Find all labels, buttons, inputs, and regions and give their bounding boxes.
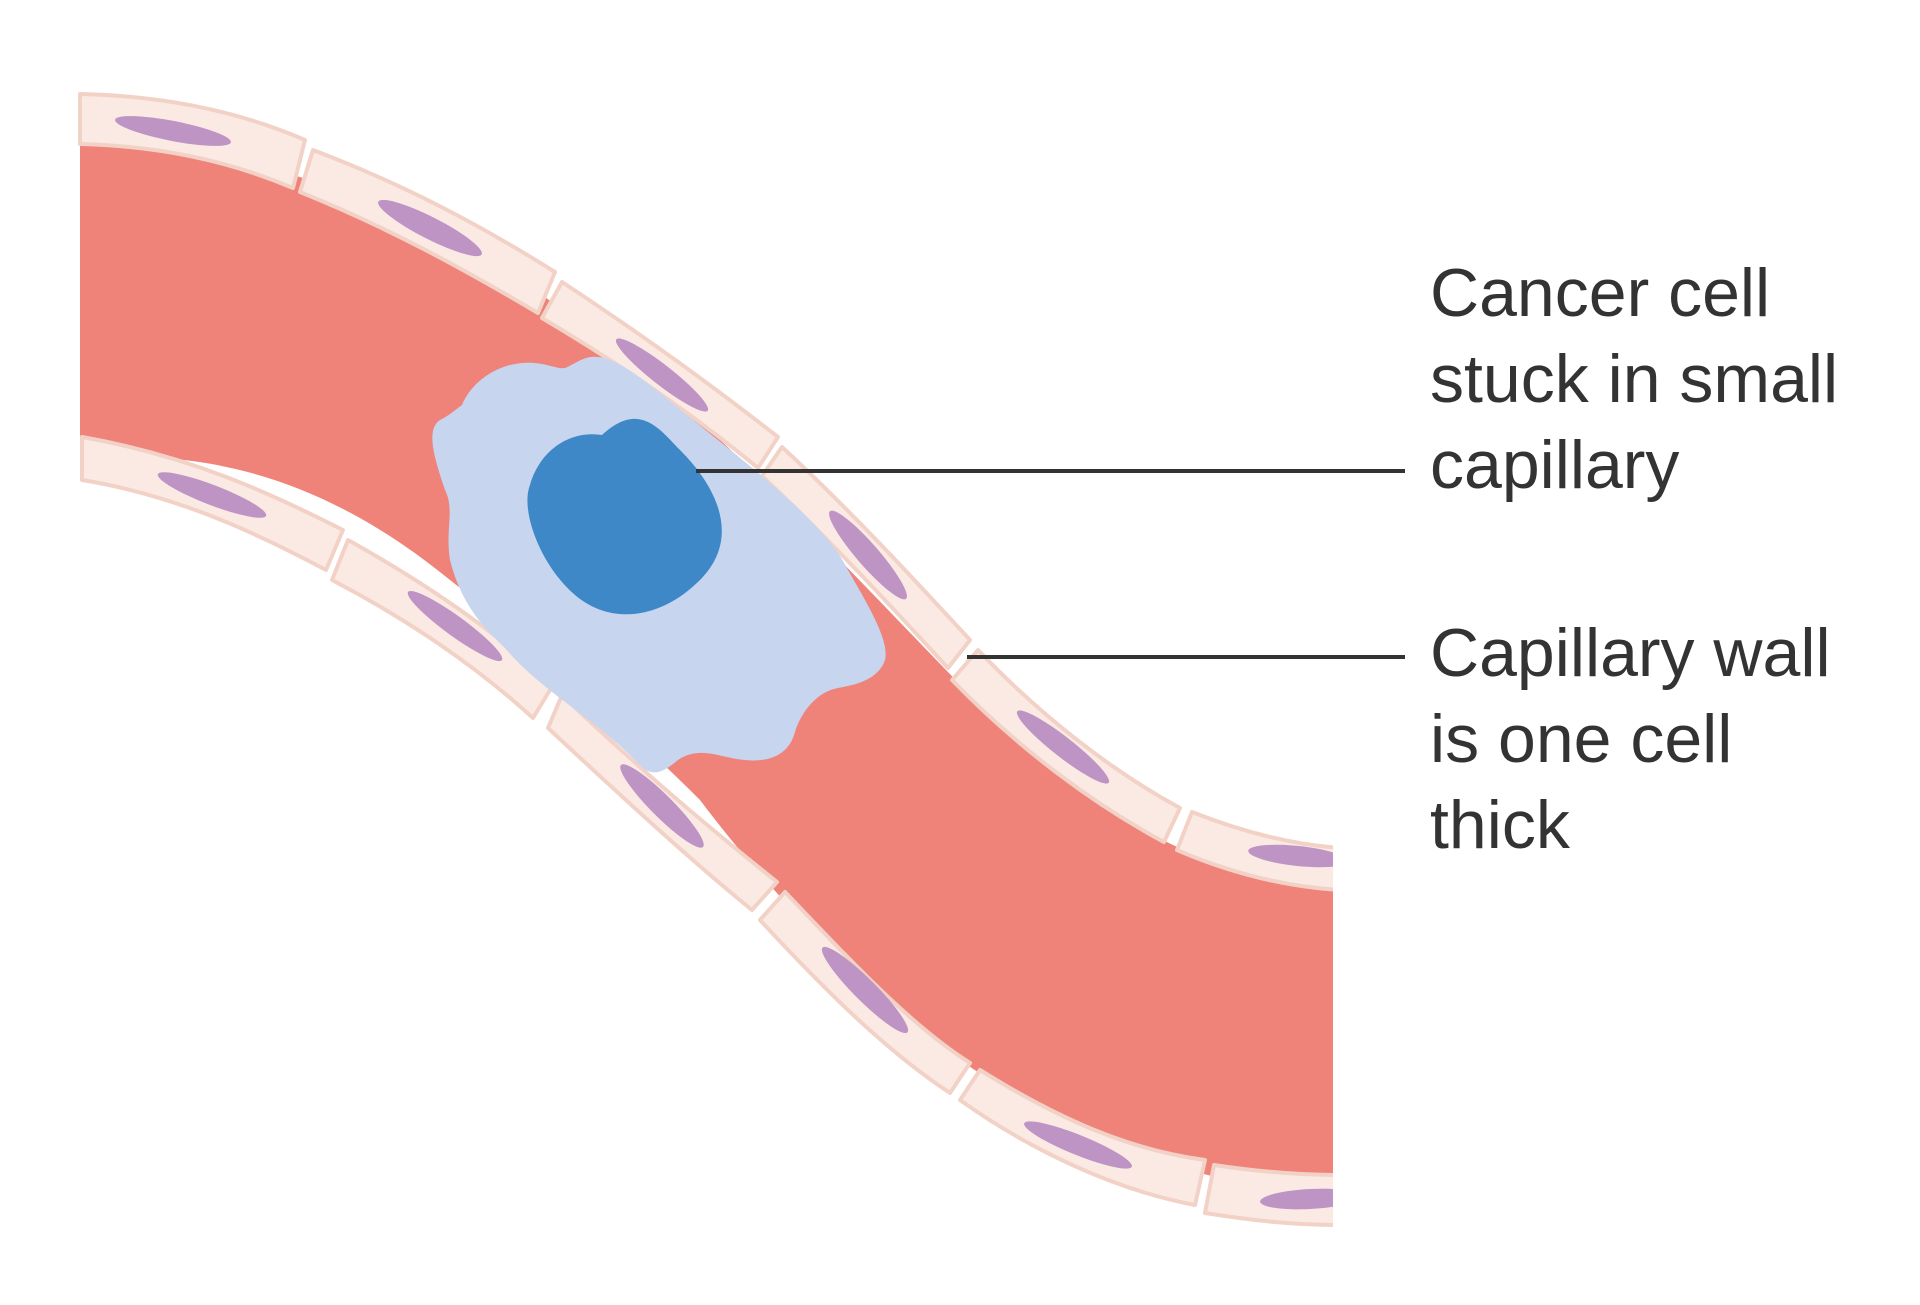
- endothelial-nucleus: [1016, 710, 1110, 784]
- cancer-cell-label-line-1: Cancer cell: [1430, 255, 1771, 331]
- endothelial-nucleus: [378, 199, 482, 257]
- wall-cell: [1203, 1163, 1333, 1227]
- endothelial-nucleus: [407, 590, 503, 662]
- endothelial-nucleus: [829, 510, 907, 600]
- upper-capillary-wall: [78, 92, 1333, 892]
- endothelial-nucleus: [1248, 844, 1333, 868]
- capillary-wall-label-line-3: thick: [1430, 787, 1570, 863]
- endothelial-nucleus: [115, 116, 231, 146]
- cancer-cell-label: Cancer cell stuck in small capillary: [1430, 250, 1900, 508]
- endothelial-nucleus: [821, 946, 909, 1034]
- lower-capillary-wall: [80, 435, 1333, 1227]
- capillary-wall-label: Capillary wall is one cell thick: [1430, 610, 1900, 868]
- cancer-cell-nucleus: [527, 418, 722, 615]
- endothelial-nucleus: [1260, 1188, 1333, 1210]
- endothelial-nucleus: [620, 764, 704, 848]
- cancer-cell: [432, 356, 886, 773]
- cancer-cell-label-line-3: capillary: [1430, 427, 1680, 503]
- capillary-wall-label-line-2: is one cell: [1430, 701, 1733, 777]
- endothelial-nucleus: [157, 472, 267, 518]
- cancer-cell-label-line-2: stuck in small: [1430, 341, 1839, 417]
- capillary-wall-label-line-1: Capillary wall: [1430, 615, 1831, 691]
- endothelial-nucleus: [1024, 1121, 1132, 1169]
- endothelial-nucleus: [615, 338, 709, 412]
